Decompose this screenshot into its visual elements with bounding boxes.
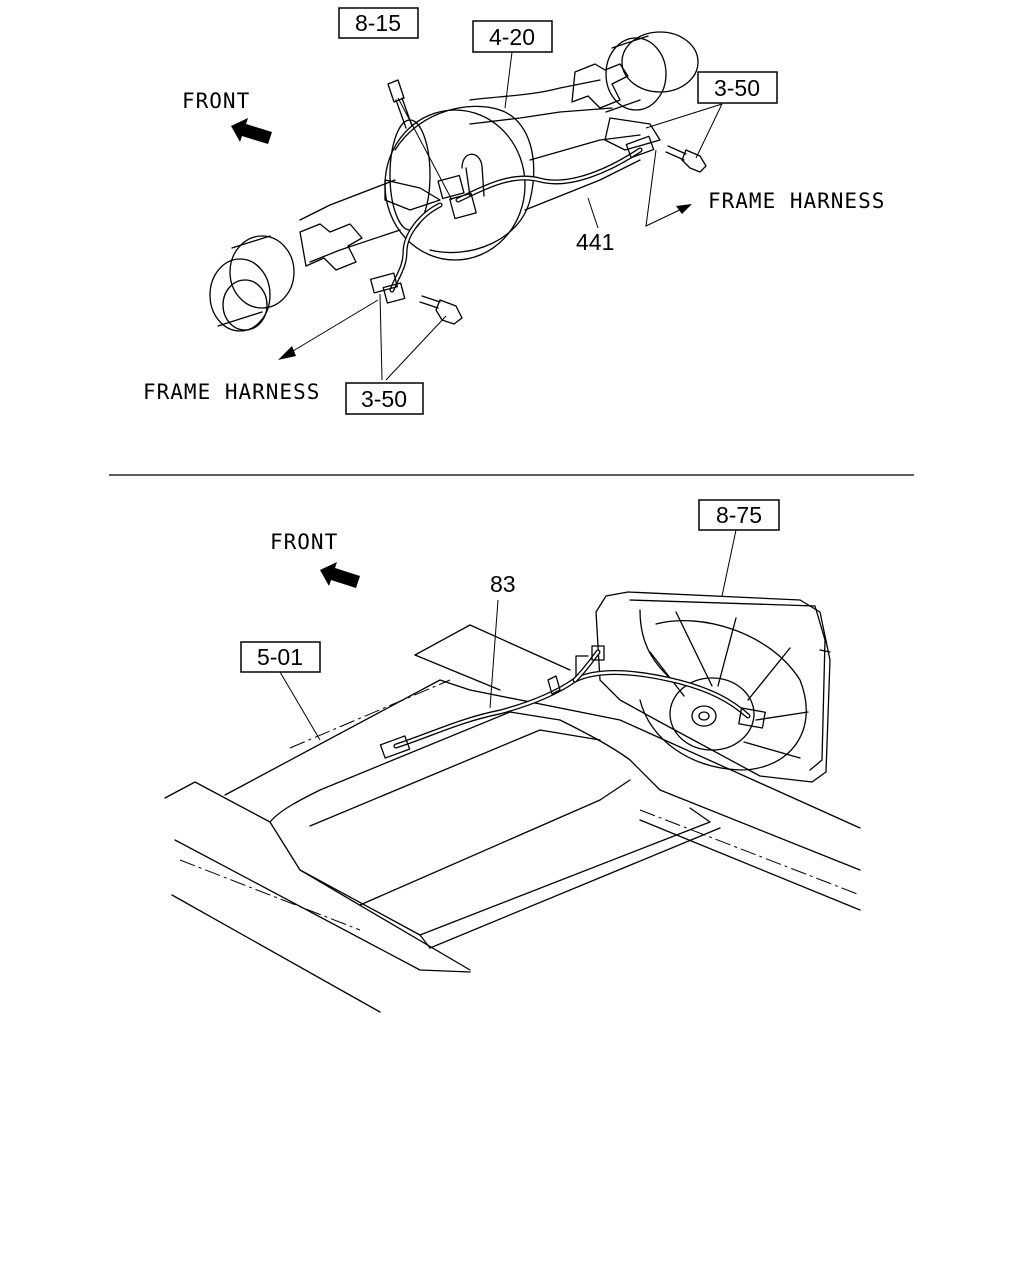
connector-83-fan	[738, 707, 766, 729]
callout-3-50-right: 3-50	[714, 75, 760, 101]
upper-front-arrow-icon	[231, 118, 272, 144]
leader-8-15	[397, 97, 453, 201]
connector-right	[625, 135, 655, 159]
sensor-clip	[461, 153, 485, 197]
frame-harness-right-label: FRAME HARNESS	[708, 189, 885, 213]
lower-front-label: FRONT	[270, 530, 338, 554]
frame-harness-left-label: FRAME HARNESS	[143, 380, 320, 404]
callout-5-01: 5-01	[257, 644, 303, 670]
lower-diagram: FRONT	[164, 499, 861, 1013]
connector-83-front	[379, 735, 411, 759]
connector-left	[369, 272, 399, 294]
leader-3-50-right	[645, 103, 723, 159]
leader-83	[489, 599, 499, 709]
leader-441	[587, 197, 599, 229]
callout-3-50-bottom-box	[345, 382, 424, 415]
callout-3-50-bottom: 3-50	[361, 386, 407, 412]
callout-5-01-box	[240, 641, 321, 673]
callout-4-20-box	[472, 20, 553, 53]
callout-8-15-box	[338, 7, 419, 39]
part-83-label: 83	[490, 571, 516, 597]
connector-83-shroud	[591, 645, 605, 661]
frame-harness-left-arrow	[287, 299, 379, 355]
callout-8-75-box	[698, 499, 780, 531]
bolt-3-50-right	[665, 145, 707, 173]
frame-harness-right-arrow	[645, 149, 689, 227]
leader-8-75	[721, 529, 737, 597]
harness-441	[455, 147, 643, 203]
bolt-3-50-left	[419, 295, 463, 325]
upper-diagram: FRONT	[143, 7, 885, 415]
part-441-label: 441	[576, 229, 614, 255]
callout-8-15: 8-15	[355, 10, 401, 36]
chassis-frame	[164, 624, 861, 1013]
callout-3-50-right-box	[697, 71, 778, 104]
callout-8-75: 8-75	[716, 502, 762, 528]
rear-axle-housing	[209, 31, 699, 332]
radiator-fan-assembly	[595, 591, 831, 783]
leader-5-01	[279, 671, 321, 741]
callout-4-20: 4-20	[489, 24, 535, 50]
leader-3-50-bottom	[379, 293, 447, 381]
upper-front-label: FRONT	[182, 89, 250, 113]
lower-front-arrow-icon	[320, 562, 360, 588]
leader-4-20	[504, 51, 513, 109]
